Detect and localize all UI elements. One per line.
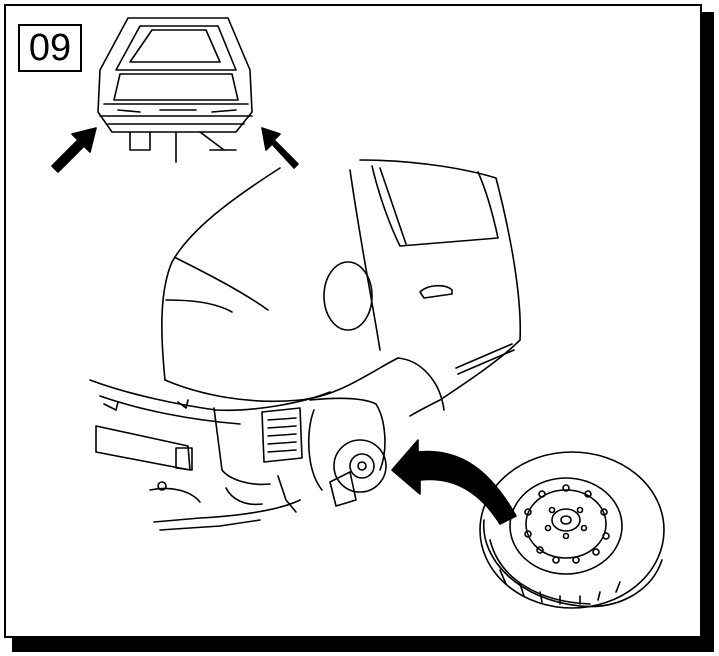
step-number: 09 (18, 24, 82, 72)
arrow-icon (51, 127, 97, 173)
car-rear-view-icon (97, 17, 253, 163)
spare-wheel-drawing (479, 451, 665, 609)
arrow-icon (261, 127, 299, 169)
curved-arrow-icon (391, 439, 517, 525)
car-rear-quarter-drawing (89, 159, 522, 531)
